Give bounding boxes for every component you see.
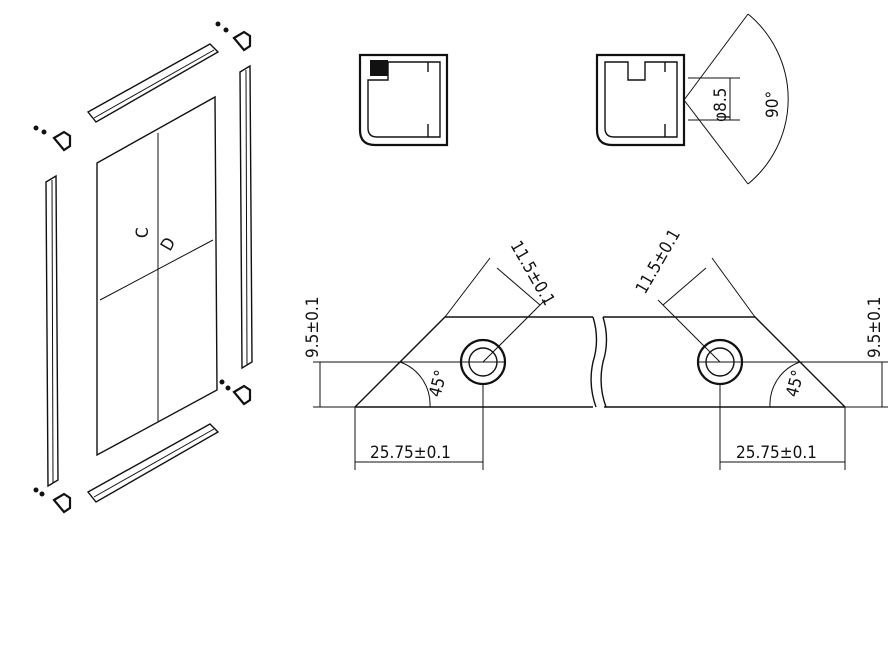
angle-90-label: 90° [763,91,783,118]
width-label-right: 25.75±0.1 [736,443,817,463]
offset-label-right: 11.5±0.1 [632,226,685,298]
profile-section-right: φ8.5 90° [595,13,789,185]
height-label-right: 9.5±0.1 [865,297,885,358]
angle-label-left: 45° [426,368,452,399]
label-d: D [157,234,180,254]
right-profile [239,64,253,370]
height-label-left: 9.5±0.1 [303,297,323,358]
diagonal-d-line [99,239,214,301]
glass-panel [96,95,218,457]
hole-diameter-label: φ8.5 [711,88,731,122]
profile-section-left [358,53,449,147]
width-label-left: 25.75±0.1 [370,443,451,463]
top-profile [86,43,220,123]
corner-detail-right: 9.5±0.1 25.75±0.1 11.5±0.1 45° [600,226,888,470]
left-profile [45,174,59,488]
angle-label-right: 45° [783,368,809,399]
corner-detail-left: 9.5±0.1 25.75±0.1 11.5±0.1 45° [303,238,598,470]
label-c: C [133,227,153,238]
corner-brackets [52,30,252,514]
screws [33,21,231,497]
frame-assembly: C D [33,21,253,514]
bottom-profile [86,423,220,503]
